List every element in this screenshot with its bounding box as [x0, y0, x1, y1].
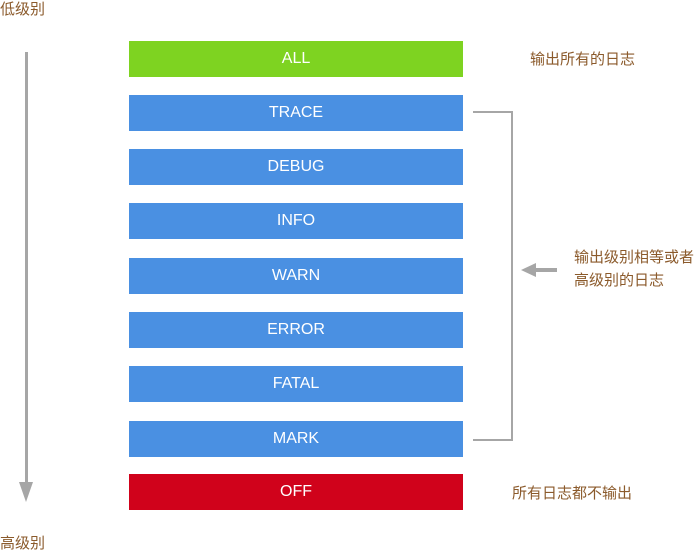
pointer-arrow-shaft — [535, 268, 557, 272]
down-arrow-icon — [19, 482, 33, 502]
level-info: INFO — [129, 203, 463, 239]
low-level-label: 低级别 — [0, 0, 46, 18]
left-arrow-icon — [521, 263, 536, 277]
level-debug: DEBUG — [129, 149, 463, 185]
level-direction-arrow-shaft — [25, 52, 28, 484]
level-error: ERROR — [129, 312, 463, 348]
note-all-logs: 输出所有的日志 — [530, 50, 636, 68]
level-all: ALL — [129, 41, 463, 77]
note-level-range: 输出级别相等或者高级别的日志 — [574, 248, 695, 289]
level-fatal: FATAL — [129, 366, 463, 402]
high-level-label: 高级别 — [0, 534, 46, 552]
level-mark: MARK — [129, 421, 463, 457]
note-off: 所有日志都不输出 — [512, 484, 633, 502]
range-bracket — [473, 111, 513, 441]
level-warn: WARN — [129, 258, 463, 294]
level-off: OFF — [129, 474, 463, 510]
level-trace: TRACE — [129, 95, 463, 131]
